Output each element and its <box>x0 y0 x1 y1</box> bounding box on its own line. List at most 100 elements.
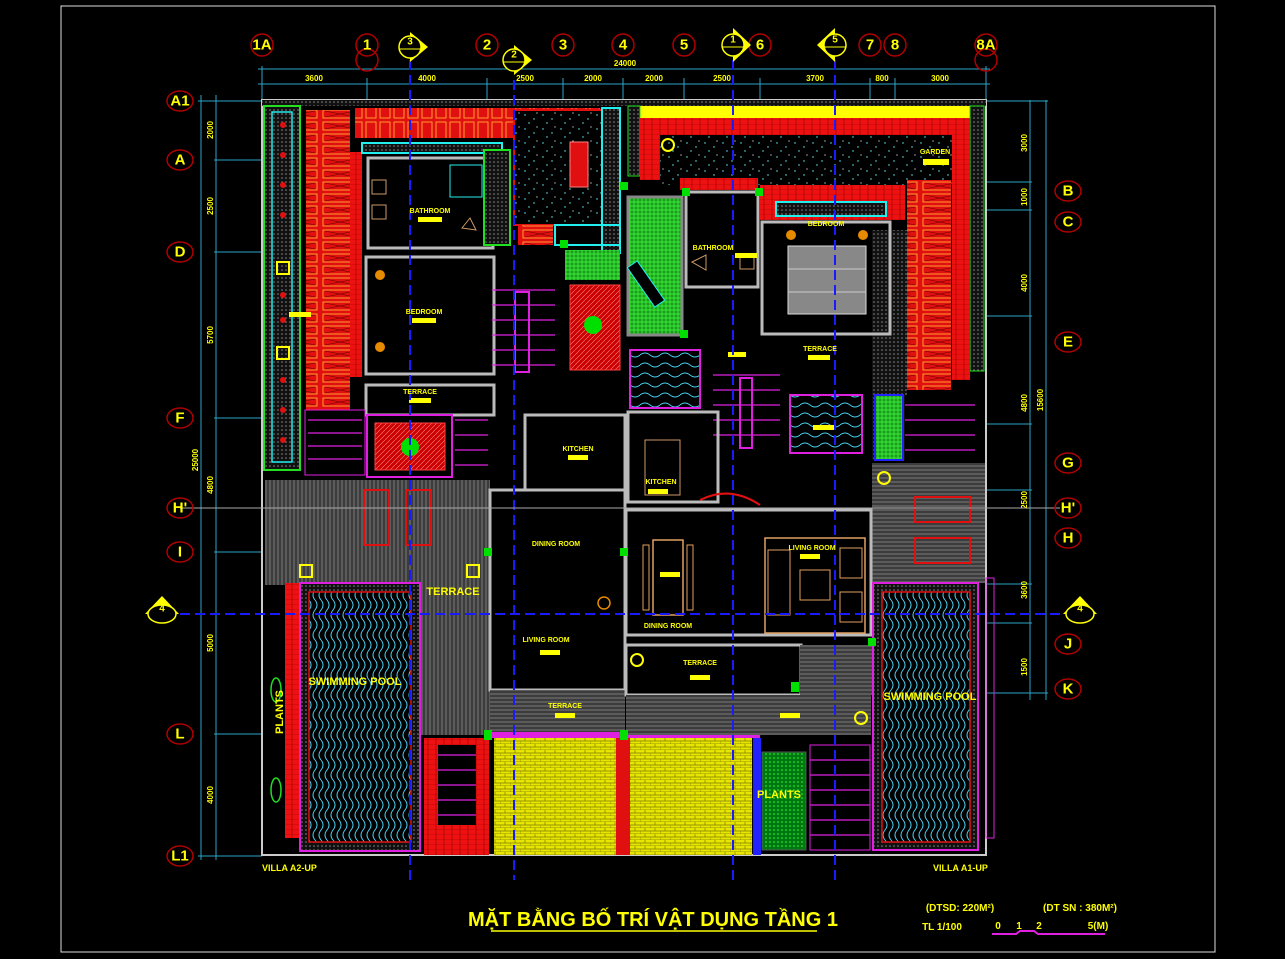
room-label: SWIMMING POOL <box>309 676 402 688</box>
grid-bubble: A1 <box>166 90 194 112</box>
dim-top: 2000 <box>645 74 663 83</box>
svg-text:8A: 8A <box>976 37 995 54</box>
svg-text:L: L <box>175 726 184 743</box>
room-label: KITCHEN <box>562 446 593 453</box>
svg-text:4: 4 <box>159 604 165 615</box>
left-dimensions: 25000 2000 2500 5700 4800 5000 4000 <box>191 95 262 860</box>
grid-bubble: C <box>1054 211 1082 233</box>
room-label: LIVING ROOM <box>522 637 569 644</box>
svg-text:1: 1 <box>730 35 736 46</box>
dim-right: 2500 <box>1020 491 1029 509</box>
grid-bubble: I <box>166 541 194 563</box>
svg-text:D: D <box>175 244 186 261</box>
svg-text:7: 7 <box>866 37 874 54</box>
brick-path-left <box>306 110 350 410</box>
grid-bubble: H <box>1054 527 1082 549</box>
grid-bubble: H' <box>1054 497 1082 519</box>
sofa-set <box>764 537 866 634</box>
right-dimensions: 15600 3000 1000 4000 4800 2500 3600 1500 <box>986 100 1048 700</box>
section-marker: 2 <box>502 45 532 75</box>
scale-tick: 0 <box>995 921 1001 932</box>
area-floor: (DT SN : 380M²) <box>1043 903 1117 914</box>
grid-bubble: F <box>166 407 194 429</box>
dim-top-total: 24000 <box>614 59 637 68</box>
grid-bubble: A <box>166 149 194 171</box>
dim-right: 1000 <box>1020 188 1029 206</box>
scale-tick: 5(M) <box>1088 921 1109 932</box>
grid-bubble: 2 <box>475 33 499 57</box>
dim-top: 3600 <box>305 74 323 83</box>
courtyard-right <box>630 738 752 855</box>
svg-text:3: 3 <box>559 37 567 54</box>
room-label: BEDROOM <box>808 221 845 228</box>
dim-left-total: 25000 <box>191 448 200 471</box>
room-label: BATHROOM <box>693 245 734 252</box>
room-label: KITCHEN <box>645 479 676 486</box>
grid-bubble: 3 <box>551 33 575 57</box>
area-used: (DTSD: 220M²) <box>926 903 994 914</box>
svg-text:L1: L1 <box>171 848 189 865</box>
room-label: BATHROOM <box>410 208 451 215</box>
building-plan <box>261 99 995 856</box>
svg-text:5: 5 <box>832 35 838 46</box>
room-label: PLANTS <box>274 690 286 734</box>
section-marker: 5 <box>817 28 847 62</box>
grid-bubble: J <box>1054 633 1082 655</box>
grid-bubble: L1 <box>166 845 194 867</box>
dim-top: 2500 <box>516 74 534 83</box>
room-label: PLANTS <box>757 789 801 801</box>
dim-top: 3700 <box>806 74 824 83</box>
dim-top: 3000 <box>931 74 949 83</box>
dim-left: 5700 <box>206 326 215 344</box>
bedroom-left <box>364 255 496 376</box>
svg-text:6: 6 <box>756 37 764 54</box>
grid-bubble: 6 <box>748 33 772 57</box>
svg-text:3: 3 <box>407 37 413 48</box>
svg-text:A1: A1 <box>170 93 189 110</box>
plants-bed <box>761 751 807 851</box>
terrace-deck-left <box>265 480 490 585</box>
svg-text:8: 8 <box>891 37 899 54</box>
grid-bubble: 8A <box>974 33 998 72</box>
dim-left: 2000 <box>206 121 215 139</box>
svg-text:H': H' <box>173 500 187 517</box>
grid-bubble: E <box>1054 331 1082 353</box>
svg-text:4: 4 <box>619 37 628 54</box>
top-dimensions: 24000 3600 4000 2500 2000 2000 2500 3700… <box>258 59 990 100</box>
grid-bubble: B <box>1054 180 1082 202</box>
svg-text:H: H <box>1063 530 1074 547</box>
grid-bubble: 8 <box>883 33 907 57</box>
dim-top: 4000 <box>418 74 436 83</box>
svg-text:4: 4 <box>1077 604 1083 615</box>
room-label: LIVING ROOM <box>788 545 835 552</box>
scale-tick: 2 <box>1036 921 1042 932</box>
room-label: DINING ROOM <box>644 623 692 630</box>
room-label: BEDROOM <box>406 309 443 316</box>
garden-right <box>660 135 952 185</box>
section-axes <box>180 60 1065 880</box>
room-label: TERRACE <box>426 586 479 598</box>
grid-bubble: 1 <box>355 33 379 72</box>
room-label: TERRACE <box>683 660 717 667</box>
section-marker: 1 <box>721 28 751 62</box>
svg-text:A: A <box>175 152 186 169</box>
grid-bubble: 4 <box>611 33 635 57</box>
grid-bubble: 5 <box>672 33 696 57</box>
svg-text:5: 5 <box>680 37 688 54</box>
villa-right-label: VILLA A1-UP <box>933 863 988 873</box>
drawing-frame <box>60 5 1216 953</box>
svg-text:2: 2 <box>511 50 517 61</box>
dim-top: 2000 <box>584 74 602 83</box>
svg-text:C: C <box>1063 214 1074 231</box>
grid-bubble: K <box>1054 678 1082 700</box>
grid-bubble: D <box>166 241 194 263</box>
svg-text:J: J <box>1064 636 1072 653</box>
grid-bubble: G <box>1054 452 1082 474</box>
grid-bubble: 7 <box>858 33 882 57</box>
grid-bubbles-left: A1 A D F H' I L L1 4 <box>145 90 194 867</box>
scale-label: TL 1/100 <box>922 922 962 933</box>
svg-text:1: 1 <box>363 37 371 54</box>
svg-text:E: E <box>1063 334 1073 351</box>
dim-left: 4800 <box>206 476 215 494</box>
dim-right: 4800 <box>1020 394 1029 412</box>
